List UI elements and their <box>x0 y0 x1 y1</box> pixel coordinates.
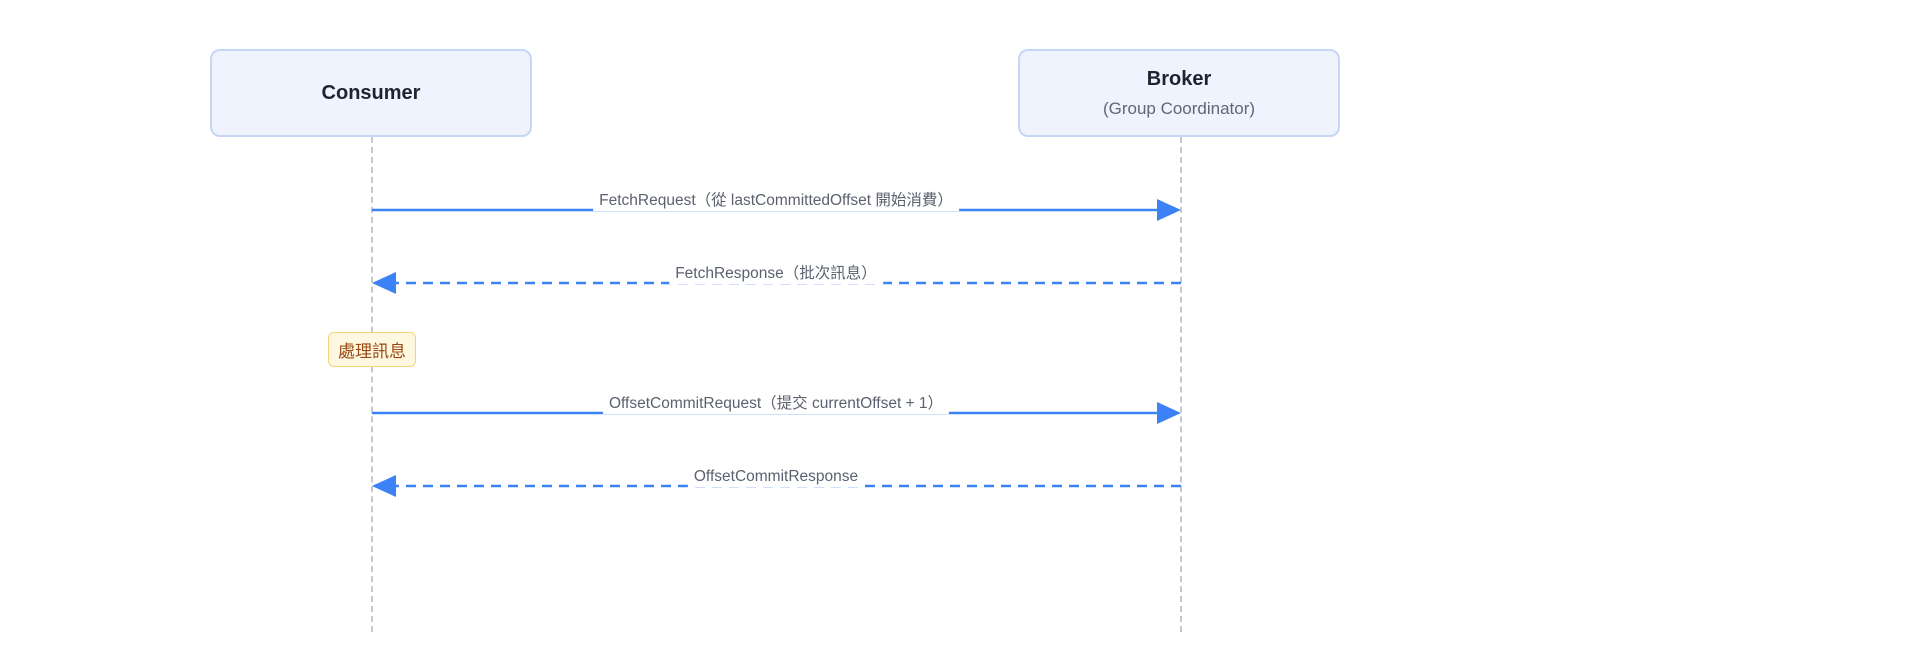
participant-consumer: Consumer <box>210 49 532 137</box>
arrowhead-offset-commit-response <box>372 475 396 497</box>
note-process-messages: 處理訊息 <box>328 332 416 367</box>
message-label-fetch-response: FetchResponse（批次訊息） <box>669 264 883 284</box>
participant-broker: Broker (Group Coordinator) <box>1018 49 1340 137</box>
arrowhead-offset-commit-request <box>1157 402 1181 424</box>
lifeline-broker <box>1180 137 1182 632</box>
arrowhead-fetch-request <box>1157 199 1181 221</box>
participant-broker-name: Broker <box>1146 67 1212 90</box>
participant-broker-subtitle: (Group Coordinator) <box>1102 98 1256 118</box>
message-label-offset-commit-response: OffsetCommitResponse <box>687 467 865 487</box>
lifeline-consumer <box>371 137 373 632</box>
message-label-offset-commit-request: OffsetCommitRequest（提交 currentOffset + 1… <box>602 394 950 414</box>
arrowhead-fetch-response <box>372 272 396 294</box>
participant-consumer-name: Consumer <box>321 81 421 104</box>
message-label-fetch-request: FetchRequest（從 lastCommittedOffset 開始消費） <box>593 191 959 211</box>
